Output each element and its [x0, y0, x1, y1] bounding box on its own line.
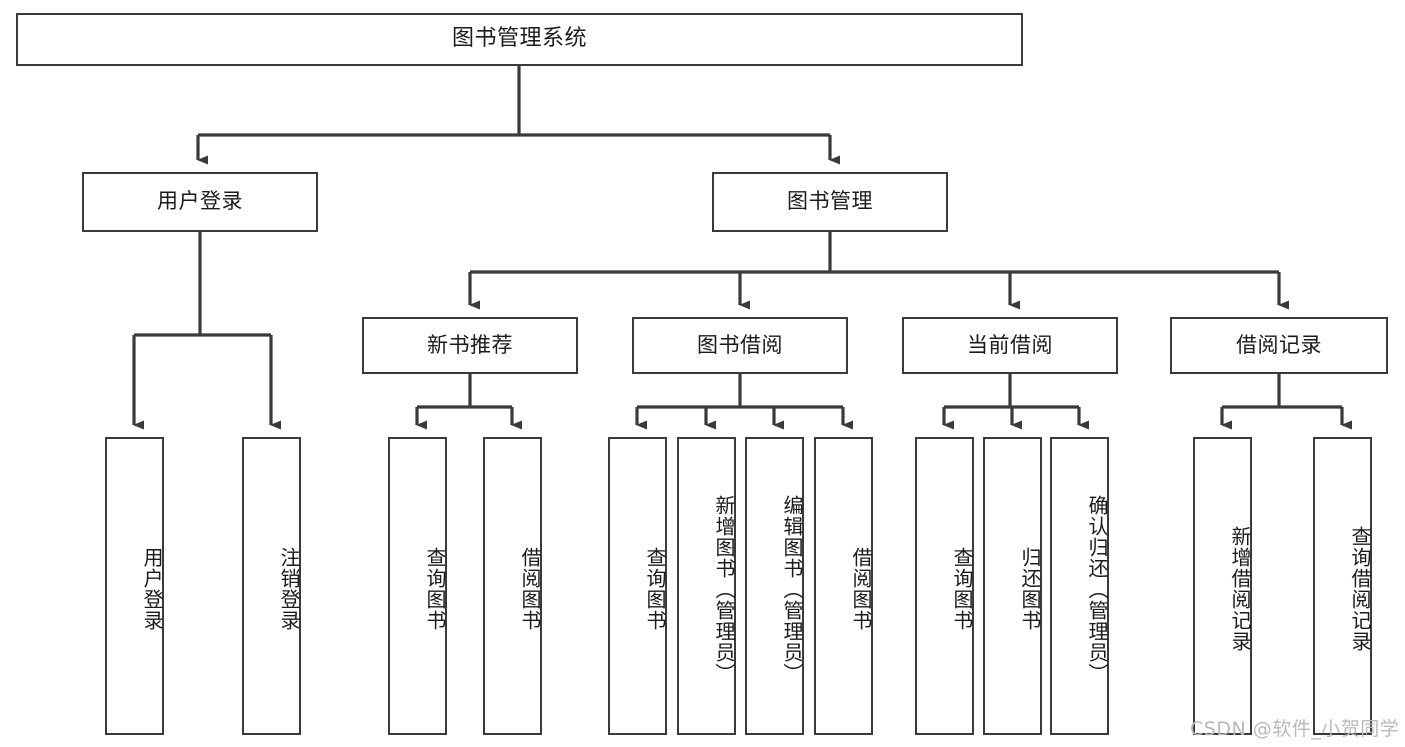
- node-leaf-user-login[interactable]: 用户登录: [105, 437, 164, 735]
- node-book-management[interactable]: 图书管理: [712, 172, 948, 232]
- node-leaf-edit-book[interactable]: 编辑图书（管理员）: [745, 437, 804, 735]
- node-leaf-query-record[interactable]: 查询借阅记录: [1313, 437, 1372, 735]
- node-leaf-query-book-3[interactable]: 查询图书: [915, 437, 974, 735]
- node-root-system[interactable]: 图书管理系统: [16, 13, 1023, 66]
- node-new-book-recommend[interactable]: 新书推荐: [362, 317, 578, 374]
- node-borrow-record[interactable]: 借阅记录: [1170, 317, 1388, 374]
- node-user-login[interactable]: 用户登录: [82, 172, 318, 232]
- csdn-watermark: CSDN @软件_小贺同学: [1190, 718, 1400, 740]
- node-leaf-borrow-book-2[interactable]: 借阅图书: [814, 437, 873, 735]
- node-leaf-query-book-1[interactable]: 查询图书: [388, 437, 447, 735]
- node-leaf-confirm-return[interactable]: 确认归还（管理员）: [1050, 437, 1109, 735]
- node-leaf-return-book[interactable]: 归还图书: [983, 437, 1042, 735]
- node-leaf-borrow-book-1[interactable]: 借阅图书: [483, 437, 542, 735]
- node-leaf-query-book-2[interactable]: 查询图书: [608, 437, 667, 735]
- node-leaf-logout[interactable]: 注销登录: [242, 437, 301, 735]
- node-book-borrow[interactable]: 图书借阅: [632, 317, 848, 374]
- node-current-borrow[interactable]: 当前借阅: [902, 317, 1118, 374]
- node-leaf-add-book[interactable]: 新增图书（管理员）: [677, 437, 736, 735]
- node-leaf-add-record[interactable]: 新增借阅记录: [1193, 437, 1252, 735]
